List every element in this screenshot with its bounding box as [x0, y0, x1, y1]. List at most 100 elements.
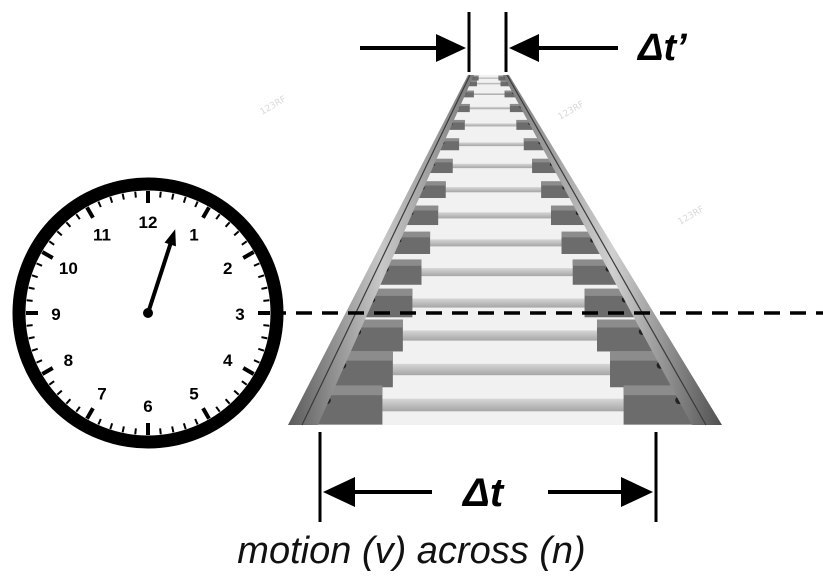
- tie-plate: [470, 75, 479, 81]
- clock-minor-tick: [31, 274, 38, 279]
- tie-plate: [500, 80, 510, 87]
- tie-plate: [462, 90, 474, 98]
- clock-minor-tick: [134, 191, 137, 198]
- clock-minor-tick: [75, 406, 81, 413]
- clock-minor-tick: [121, 193, 125, 200]
- clock-minor-tick: [97, 418, 102, 425]
- clock-number: 5: [189, 385, 198, 404]
- clock-minor-tick: [65, 398, 72, 405]
- clock-minor-tick: [182, 196, 187, 203]
- clock-major-tick: [41, 250, 54, 260]
- clock-minor-tick: [233, 389, 240, 396]
- delta-t-label: Δt: [461, 471, 505, 515]
- clock-minor-tick: [224, 221, 231, 228]
- clock-number: 12: [139, 213, 158, 232]
- clock-minor-tick: [134, 428, 137, 435]
- clock-minor-tick: [48, 240, 55, 246]
- bottom-right-arrow: [548, 477, 653, 507]
- tie-plate: [523, 138, 545, 151]
- clock-major-tick: [201, 407, 211, 420]
- clock-minor-tick: [261, 336, 268, 340]
- svg-text:123RF: 123RF: [677, 205, 707, 228]
- clock-minor-tick: [28, 286, 35, 290]
- left-rail-edge: [301, 74, 471, 426]
- clock-number: 9: [51, 305, 60, 324]
- clock-minor-tick: [194, 201, 199, 208]
- clock-minor-tick: [194, 418, 199, 425]
- clock-minor-tick: [26, 324, 33, 327]
- clock-number: 1: [189, 225, 198, 244]
- top-left-arrow: [360, 34, 466, 62]
- clock-minor-tick: [171, 426, 175, 433]
- clock-minor-tick: [48, 380, 55, 386]
- top-right-arrow: [509, 34, 618, 62]
- bottom-left-arrow: [323, 477, 432, 507]
- clock-minor-tick: [233, 230, 240, 237]
- tie-plate: [504, 90, 516, 98]
- clock-minor-tick: [159, 428, 162, 435]
- clock-minor-tick: [224, 398, 231, 405]
- clock-minor-tick: [121, 426, 125, 433]
- clock-minor-tick: [159, 191, 162, 198]
- clock-major-tick: [201, 206, 211, 219]
- clock-minor-tick: [56, 230, 63, 237]
- tie-plate: [516, 119, 534, 130]
- tie-plate: [438, 138, 460, 151]
- clock-major-tick: [41, 366, 54, 376]
- top-measurement: Δt’: [360, 12, 687, 72]
- clock-hand: [146, 242, 173, 315]
- clock-number: 11: [93, 225, 111, 244]
- caption: motion (v) across (n): [237, 530, 586, 572]
- clock-minor-tick: [36, 262, 43, 267]
- clock-minor-tick: [241, 240, 248, 246]
- clock-minor-tick: [261, 286, 268, 290]
- clock-minor-tick: [28, 336, 35, 340]
- railway-track: [288, 74, 722, 426]
- clock-number: 10: [59, 259, 78, 278]
- clock-minor-tick: [263, 299, 270, 302]
- clock-hand-arrowhead: [164, 229, 176, 247]
- clock-major-tick: [85, 407, 95, 420]
- tie-plate: [498, 75, 507, 81]
- clock-minor-tick: [253, 262, 260, 267]
- right-rail: [503, 75, 722, 425]
- delta-t-prime-label: Δt’: [636, 27, 687, 69]
- clock-minor-tick: [241, 380, 248, 386]
- clock-minor-tick: [109, 196, 114, 203]
- clock-number: 3: [235, 305, 244, 324]
- clock-minor-tick: [215, 406, 221, 413]
- clock-minor-tick: [258, 347, 265, 352]
- clock-number: 8: [64, 351, 73, 370]
- clock-minor-tick: [263, 324, 270, 327]
- right-rail-edge: [506, 74, 707, 426]
- clock-major-tick: [85, 206, 95, 219]
- clock-major-tick: [242, 250, 255, 260]
- clock-minor-tick: [109, 423, 114, 430]
- tie-plate: [447, 119, 465, 130]
- clock-major-tick: [242, 366, 255, 376]
- clock-minor-tick: [36, 359, 43, 364]
- clock-number: 6: [143, 397, 152, 416]
- clock-minor-tick: [97, 201, 102, 208]
- clock-minor-tick: [253, 359, 260, 364]
- tie-plate: [509, 103, 524, 113]
- bottom-measurement: Δt: [318, 432, 658, 522]
- clock-minor-tick: [182, 423, 187, 430]
- clock-minor-tick: [171, 193, 175, 200]
- clock-minor-tick: [65, 221, 72, 228]
- tie-plate: [467, 80, 477, 87]
- sleeper: [427, 158, 558, 174]
- clock-center: [143, 308, 153, 318]
- tie-plate: [455, 103, 470, 113]
- clock-ticks: [26, 191, 270, 435]
- clock-minor-tick: [31, 347, 38, 352]
- clock-minor-tick: [215, 213, 221, 220]
- clock-number: 7: [97, 385, 106, 404]
- clock-minor-tick: [56, 389, 63, 396]
- svg-text:123RF: 123RF: [557, 100, 587, 123]
- clock-number: 4: [223, 351, 233, 370]
- clock-number: 2: [223, 259, 232, 278]
